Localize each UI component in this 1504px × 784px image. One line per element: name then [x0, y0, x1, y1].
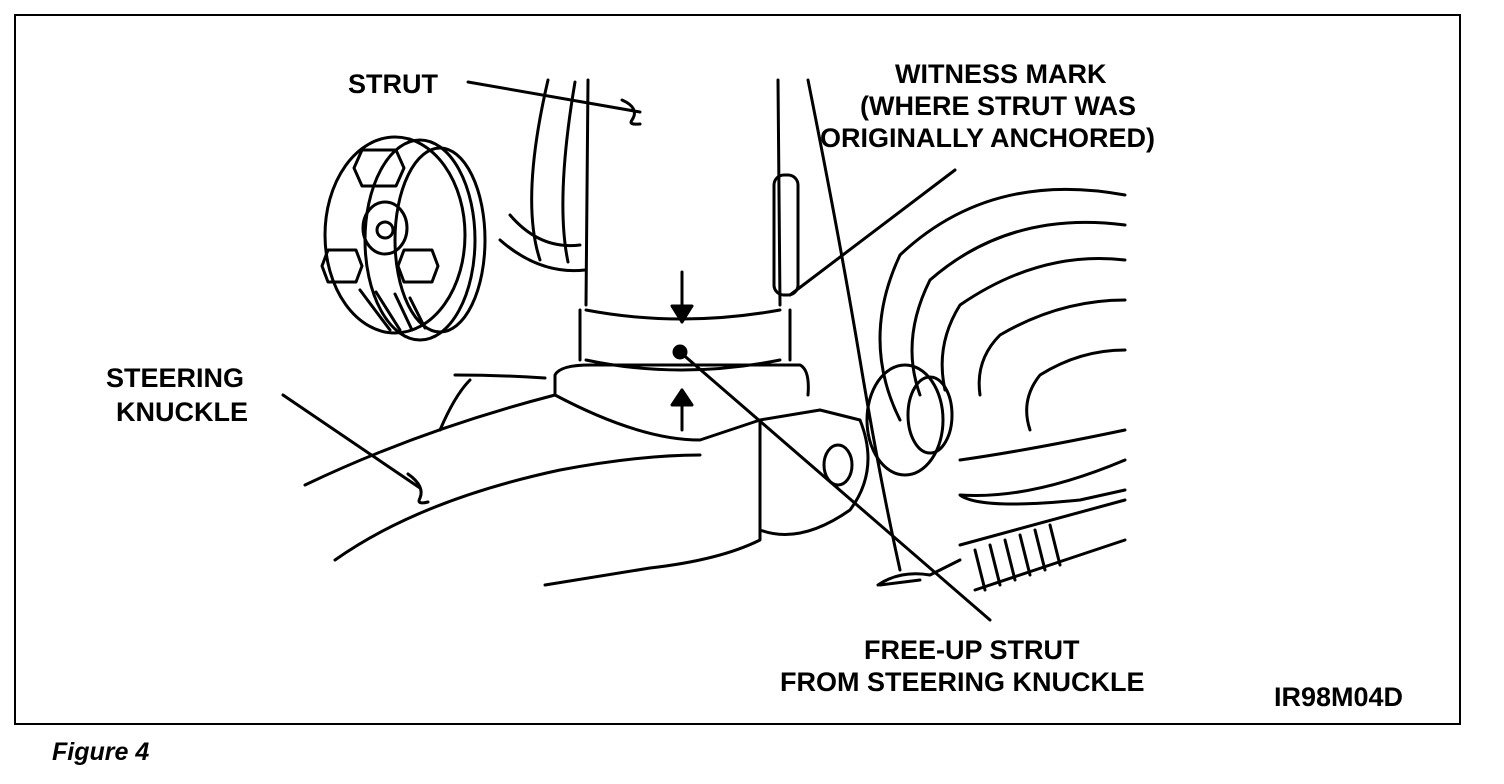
label-knuckle-line-2: KNUCKLE [116, 397, 248, 427]
label-knuckle-line-1: STEERING [106, 363, 245, 393]
figure-reference-code: IR98M04D [1274, 682, 1404, 712]
axle-boot [865, 187, 1127, 477]
label-free-up-line-1: FREE-UP STRUT [864, 635, 1080, 665]
witness-mark-dimension [670, 270, 694, 432]
figure-frame [14, 14, 1461, 725]
strut-body [498, 78, 902, 572]
label-strut: STRUT [348, 69, 438, 99]
leader-lines [281, 80, 992, 622]
hub-assembly [320, 135, 487, 342]
label-witness-mark-line-2: (WHERE STRUT WAS [860, 91, 1136, 121]
knuckle-body [303, 363, 870, 587]
tie-rod [876, 458, 1127, 592]
figure-caption: Figure 4 [52, 738, 150, 766]
label-witness-mark-line-1: WITNESS MARK [895, 59, 1107, 89]
label-free-up-line-2: FROM STEERING KNUCKLE [780, 667, 1145, 697]
label-witness-mark-line-3: ORIGINALLY ANCHORED) [820, 123, 1156, 153]
